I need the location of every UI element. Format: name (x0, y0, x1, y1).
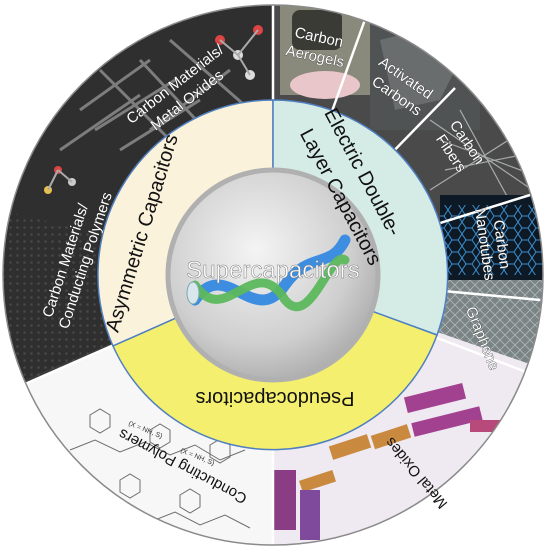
center-title: Supercapacitors (186, 257, 359, 284)
center-hub: Supercapacitors (165, 167, 381, 383)
label-pseudocapacitors: Pseudocapacitors (196, 387, 355, 409)
label-carbon-nanotubes-1: Carbon (490, 219, 514, 270)
twisted-fiber-icon (186, 234, 351, 312)
molecule-icon (44, 25, 263, 194)
polymer-structure-icon (69, 408, 251, 529)
